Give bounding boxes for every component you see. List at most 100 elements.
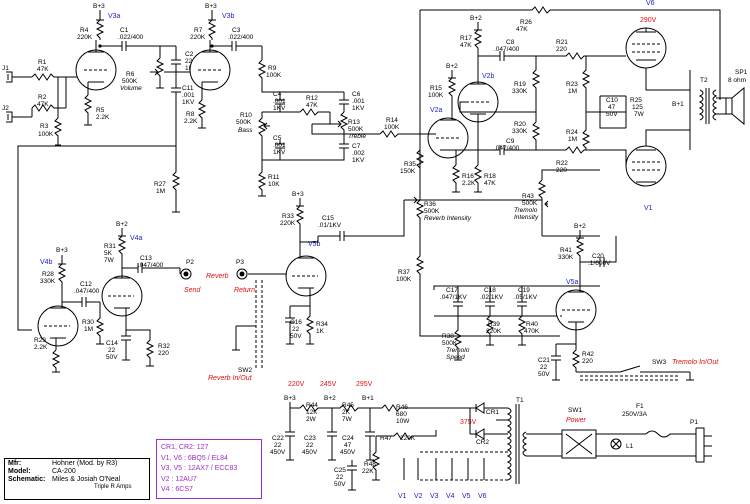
r30-label: R30 (82, 319, 94, 326)
volume-label: Volume (120, 85, 142, 92)
r2-value: 47K (37, 101, 49, 108)
r16-value: 2.2K (462, 180, 476, 187)
r29-label: R29 (34, 337, 46, 344)
tube-v5b (285, 240, 327, 306)
r34-label: R34 (316, 321, 328, 328)
voltage-245: 245V (320, 381, 337, 388)
r18-value: 47K (484, 180, 496, 187)
r17-label: R17 (460, 35, 472, 42)
c17-label: C17 (446, 287, 458, 294)
reverb-inout-label: Reverb In/Out (208, 375, 253, 382)
c4-rating: 1KV (273, 105, 286, 112)
input-stage: J1 J2 R1 47K R2 47K R3 100K V3a B+3 R4 (2, 3, 200, 146)
mfr-label: Mfr: (8, 460, 22, 467)
c3-value: .022/400 (228, 34, 254, 41)
model-value: CA-200 (52, 468, 76, 475)
c6-label: C6 (352, 91, 361, 98)
tone-stack: C4 .001 1KV R10 500K Bass C5 .001 1KV R1… (236, 91, 420, 197)
r11-label: R11 (268, 174, 280, 181)
heater-v2: V2 (414, 493, 423, 500)
c3-label: C3 (232, 27, 241, 34)
tube-label: V2b (482, 73, 495, 80)
tube-legend-row: V1, V6 : 6BQ5 / EL84 (161, 454, 228, 462)
r29-value: 2.2K (34, 344, 48, 351)
reverb-switch-sw2[interactable]: SW2 Reverb In/Out (208, 325, 256, 382)
switch-label: SW1 (568, 407, 582, 414)
r23-label: R23 (566, 81, 578, 88)
c4-label: C4 (273, 91, 282, 98)
r46-value: 680 (396, 411, 407, 418)
r15-label: R15 (430, 85, 442, 92)
c14-rating: 50V (106, 354, 118, 361)
tremolo-label: Tremolo (514, 207, 538, 214)
jack-label: P3 (236, 259, 244, 266)
r1-label: R1 (38, 59, 47, 66)
r37-value: 100K (396, 276, 412, 283)
send-label: Send (184, 287, 201, 294)
voltage-220: 220V (288, 381, 305, 388)
r24-label: R24 (566, 129, 578, 136)
c21-label: C21 (538, 357, 550, 364)
c11-label: C11 (182, 85, 194, 92)
c13-label: C13 (140, 255, 152, 262)
r13-label: R13 (348, 119, 360, 126)
c9-value: .047/400 (494, 145, 520, 152)
jack-label: J2 (2, 105, 9, 112)
tube-v2a (427, 102, 469, 165)
c16-label: C16 (290, 319, 302, 326)
tube-legend-row: CR1, CR2: 127 (161, 444, 209, 451)
r42-label: R42 (582, 351, 594, 358)
tremolo-speed-label-2: Speed (446, 354, 465, 361)
b-plus-2-label: B+2 (446, 63, 458, 70)
r34-value: 1K (316, 328, 325, 335)
tube-legend-row: V2 : 12AU7 (161, 475, 197, 483)
power-switch-sw1[interactable]: SW1 Power (561, 407, 597, 459)
r9-value: 100K (266, 72, 282, 79)
schematic-label: Schematic: (8, 476, 46, 483)
jack-label: P2 (186, 259, 194, 266)
tube-v5a (555, 270, 597, 344)
c21-value: 22 (540, 364, 548, 371)
r48-value: 22K (362, 468, 374, 475)
r19-label: R19 (514, 81, 526, 88)
r43-label: R43 (522, 193, 534, 200)
mains-plug-p1: P1 (680, 419, 712, 463)
b-plus-1-label: B+1 (362, 395, 374, 402)
bass-label: Bass (238, 127, 253, 134)
voltage-290: 290V (640, 17, 657, 24)
r30-value: 1M (84, 326, 93, 333)
r45-value: 2K (342, 409, 351, 416)
r38-label: R38 (442, 333, 454, 340)
r11-value: 10K (268, 181, 280, 188)
input-jack-2[interactable]: J2 (2, 105, 13, 123)
r16-label: R16 (462, 173, 474, 180)
tube-v3a: V3a (75, 13, 121, 95)
mfr-value: Hohner (Mod. by R3) (52, 460, 118, 467)
r28-value: 330K (40, 278, 56, 285)
send-jack-p2[interactable]: P2 Reverb Send (180, 259, 229, 294)
tremolo-switch-sw3[interactable]: SW3 Tremolo In/Out (619, 359, 719, 381)
tube-label: V3a (108, 13, 121, 20)
output-transformer (698, 88, 718, 124)
stage-v3b: B+3 R7 220K V3b R8 2.2K C3 .022/400 R9 1… (184, 3, 344, 129)
t2-label: T2 (700, 77, 708, 84)
r6-value: 500K (122, 78, 138, 85)
c20-label: C20 (592, 253, 604, 260)
r46-rating: 10W (396, 418, 410, 425)
lamp-label: L1 (626, 443, 634, 450)
r24-value: 1M (568, 136, 577, 143)
r26-label: R26 (520, 19, 532, 26)
c5-rating: 1KV (273, 149, 286, 156)
r28-label: R28 (42, 271, 54, 278)
r47-label: R47 (380, 435, 392, 442)
c5-label: C5 (273, 135, 282, 142)
return-jack-p3[interactable]: P3 Return (234, 259, 255, 294)
r38-value: 500K (442, 340, 458, 347)
speaker-impedance: 8 ohm (728, 77, 746, 84)
c8-label: C8 (506, 39, 515, 46)
r44-label: R44 (306, 402, 318, 409)
b-plus-1-label: B+1 (672, 101, 684, 108)
c1-label: C1 (120, 27, 129, 34)
r40-value: 470K (524, 328, 540, 335)
input-jack-1[interactable]: J1 (2, 65, 13, 83)
